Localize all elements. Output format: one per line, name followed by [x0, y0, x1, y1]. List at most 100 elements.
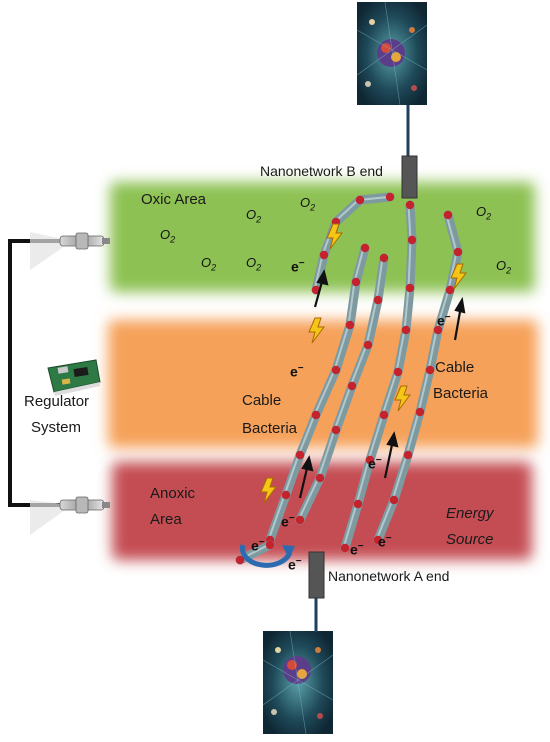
- electron-marker: e−: [378, 533, 392, 550]
- bacterium-cell-highlight: [365, 299, 378, 346]
- bacterium-cell-highlight: [333, 324, 350, 371]
- electron-marker: e−: [291, 258, 305, 275]
- lightning-icon: [260, 477, 277, 504]
- electron-arrow-1: [313, 269, 329, 308]
- bacterium-node: [405, 200, 415, 210]
- bacterium-node: [393, 367, 403, 377]
- anoxic-area-label-1: Anoxic: [150, 485, 196, 502]
- cable-bacteria-filaments: [235, 192, 463, 565]
- anoxic-zone-band: [112, 462, 532, 560]
- bacterium-cell: [331, 381, 357, 435]
- bacterium-node: [319, 250, 329, 260]
- electron-marker: e−: [350, 541, 364, 558]
- electron-arrow-4: [298, 455, 314, 499]
- bacterium-node: [365, 455, 375, 465]
- bacterium-cell: [405, 235, 417, 293]
- bacterium-cell-highlight: [355, 459, 370, 505]
- bacterium-cell-highlight: [333, 199, 360, 223]
- bacterium-node: [340, 543, 350, 553]
- bacterium-node: [403, 450, 413, 460]
- bacterium-cell-highlight: [391, 454, 408, 501]
- electron-marker: e−: [368, 455, 382, 472]
- bacterium-cell-highlight: [367, 414, 384, 461]
- nanonetwork-a-label: Nanonetwork A end: [328, 568, 450, 584]
- bacterium-node: [401, 325, 411, 335]
- bacterium-cell: [425, 325, 443, 375]
- circuit-board-icon: [47, 359, 101, 396]
- bacterium-cell: [443, 210, 463, 257]
- bacterium-cell: [365, 410, 389, 465]
- anoxic-area-label-2: Area: [150, 511, 182, 528]
- bacterium-node: [363, 340, 373, 350]
- cable-bacteria-label-left-1: Cable: [242, 392, 282, 409]
- bacterium-cell: [373, 253, 389, 305]
- bacterium-cell-highlight: [349, 344, 368, 387]
- bacterium-node: [407, 235, 417, 245]
- electron-marker: e−: [281, 513, 295, 530]
- bacterium-cell-highlight: [435, 289, 450, 331]
- bacterium-cell-highlight: [333, 385, 352, 431]
- oxygen-marker: O2: [201, 255, 217, 273]
- bacterium-node: [389, 495, 399, 505]
- regulator-label-1: Regulator: [24, 393, 90, 410]
- energy-source-label-1: Energy: [446, 505, 494, 522]
- bacterium-cell-highlight: [347, 281, 356, 326]
- oxic-area-label: Oxic Area: [141, 191, 207, 208]
- bacterium-cell: [315, 425, 341, 483]
- bacterium-cell-highlight: [375, 257, 384, 301]
- electron-cycle-arrow: [240, 544, 295, 568]
- bacterium-cell: [331, 195, 365, 227]
- bacterium-cell: [433, 285, 455, 335]
- bacterium-cell-highlight: [403, 287, 410, 331]
- bacterium-cell-highlight: [342, 503, 358, 549]
- bacterium-cell: [353, 455, 375, 509]
- bacterium-node: [315, 473, 325, 483]
- electron-arrow-2: [453, 296, 466, 341]
- oxygen-marker: O2: [476, 204, 492, 222]
- bacterium-cell: [340, 499, 363, 553]
- bacterium-cell-highlight: [381, 371, 398, 416]
- bacterium-cell: [393, 325, 411, 377]
- cable-bacteria-label-right-2: Bacteria: [433, 385, 489, 402]
- oxygen-marker: O2: [496, 258, 512, 276]
- oxygen-marker: O2: [160, 227, 176, 245]
- bacterium-cell: [351, 243, 370, 287]
- bacterium-cell-highlight: [417, 369, 430, 413]
- bacterium-node: [295, 515, 305, 525]
- electron-marker: e−: [437, 312, 451, 329]
- bacterium-cell-highlight: [297, 477, 320, 521]
- bacterium-cell: [345, 277, 361, 330]
- bacterium-cell-highlight: [395, 329, 406, 373]
- oxygen-marker: O2: [246, 207, 262, 225]
- sensor-probe-bottom: [59, 496, 110, 514]
- bacterium-cell: [295, 410, 321, 460]
- bacterium-node: [445, 285, 455, 295]
- cable-bacteria-label-left-2: Bacteria: [242, 420, 298, 437]
- sensor-probe-top: [59, 232, 110, 250]
- bacterium-cell-highlight: [353, 247, 365, 283]
- nanonetwork-a-connector: [308, 551, 325, 599]
- bacterium-cell: [331, 320, 355, 375]
- bacterium-cell-highlight: [267, 494, 286, 541]
- lightning-icon: [326, 223, 343, 250]
- bacterium-cell-highlight: [427, 329, 438, 371]
- cable-bacteria-label-right-1: Cable: [435, 359, 475, 376]
- bacterium-cell: [403, 407, 425, 460]
- nanonetwork-b-label: Nanonetwork B end: [260, 163, 383, 179]
- nanonetwork-a-image: [262, 630, 334, 735]
- bacterium-node: [433, 325, 443, 335]
- bacterium-cell: [265, 490, 291, 545]
- bacterium-node: [331, 365, 341, 375]
- oxygen-marker: O2: [246, 255, 262, 273]
- bacterium-node: [331, 425, 341, 435]
- energy-bolts: [260, 223, 467, 504]
- bacterium-node: [443, 210, 453, 220]
- bacterium-cell: [363, 295, 383, 350]
- bacterium-cell-highlight: [447, 251, 458, 291]
- bacterium-cell: [379, 367, 403, 420]
- bacterium-node: [453, 247, 463, 257]
- bacterium-node: [295, 450, 305, 460]
- bacterium-node: [379, 253, 389, 263]
